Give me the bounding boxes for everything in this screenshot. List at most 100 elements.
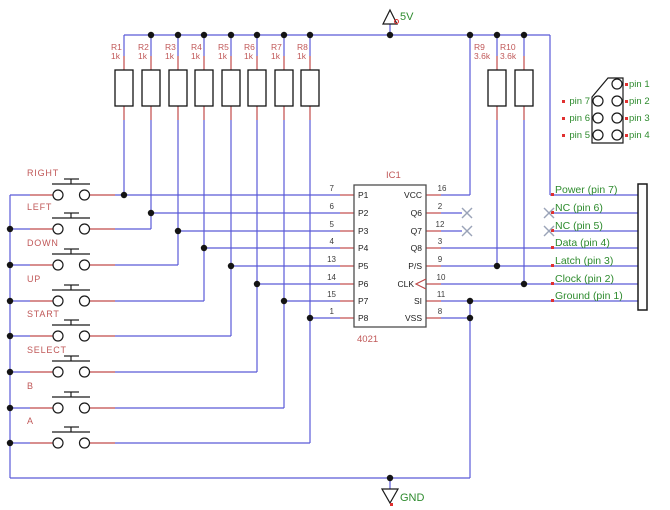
pinout-hole xyxy=(592,112,604,124)
resistor-name: R2 xyxy=(138,42,149,52)
svg-text:P/S: P/S xyxy=(408,261,422,271)
junction-dot xyxy=(386,474,394,482)
pushbutton-up: UP xyxy=(27,274,91,307)
resistor-name: R4 xyxy=(191,42,202,52)
switch-contact xyxy=(78,295,91,307)
net-wires xyxy=(9,24,638,489)
junction-dot xyxy=(520,280,528,288)
switch-contact xyxy=(78,223,91,235)
svg-text:1: 1 xyxy=(330,307,335,316)
junction-dot xyxy=(493,31,501,39)
resistor-value: 1k xyxy=(297,51,307,61)
vcc-triangle-icon xyxy=(382,8,398,25)
net-origin-marker xyxy=(551,299,554,302)
button-label: SELECT xyxy=(27,345,67,355)
svg-text:Q8: Q8 xyxy=(411,243,423,253)
net-origin-marker xyxy=(390,503,393,506)
svg-text:6: 6 xyxy=(330,202,335,211)
resistor-value: 1k xyxy=(244,51,254,61)
gnd-symbol: GND xyxy=(380,488,425,506)
net-origin-marker xyxy=(562,134,565,137)
junction-dot xyxy=(120,191,128,199)
junction-dot xyxy=(174,31,182,39)
resistor-name: R7 xyxy=(271,42,282,52)
resistor-r3: R3 1k xyxy=(165,42,188,107)
svg-text:Data (pin 4): Data (pin 4) xyxy=(555,237,610,249)
svg-text:pin 6: pin 6 xyxy=(569,113,590,124)
svg-text:pin 1: pin 1 xyxy=(629,79,650,90)
junction-dot xyxy=(280,31,288,39)
junction-dot xyxy=(306,31,314,39)
resistor-body xyxy=(194,69,214,107)
junction-dot xyxy=(466,31,474,39)
controller-connector: Power (pin 7) NC (pin 6) NC (pin 5) Data… xyxy=(551,183,648,311)
svg-text:P4: P4 xyxy=(358,243,369,253)
pushbutton-left: LEFT xyxy=(27,202,91,235)
clock-input-icon xyxy=(414,278,427,290)
ic-ref: IC1 xyxy=(386,170,401,181)
ic-body xyxy=(353,184,427,328)
svg-text:VCC: VCC xyxy=(404,190,422,200)
svg-text:8: 8 xyxy=(438,307,443,316)
junction-dot xyxy=(6,404,14,412)
svg-text:SI: SI xyxy=(414,296,422,306)
net-origin-marker xyxy=(551,246,554,249)
junction-dot xyxy=(6,225,14,233)
resistor-name: R8 xyxy=(297,42,308,52)
svg-text:Q7: Q7 xyxy=(411,226,423,236)
svg-text:P3: P3 xyxy=(358,226,369,236)
resistor-body xyxy=(168,69,188,107)
nc-cross-icon xyxy=(543,207,555,219)
svg-text:3: 3 xyxy=(438,237,443,246)
switch-contact xyxy=(78,402,91,414)
resistor-body xyxy=(300,69,320,107)
gnd-label: GND xyxy=(400,492,425,504)
resistor-r5: R5 1k xyxy=(218,42,241,107)
net-origin-marker xyxy=(551,229,554,232)
junction-dot xyxy=(174,227,182,235)
nc-cross-icon xyxy=(461,225,473,237)
svg-text:Q6: Q6 xyxy=(411,208,423,218)
resistor-body xyxy=(274,69,294,107)
button-label: UP xyxy=(27,274,41,284)
pinout-hole xyxy=(611,112,623,124)
junction-dot xyxy=(6,332,14,340)
resistor-body xyxy=(221,69,241,107)
svg-text:pin 4: pin 4 xyxy=(629,130,650,141)
junction-dot xyxy=(147,31,155,39)
svg-text:NC (pin 6): NC (pin 6) xyxy=(555,202,603,214)
junction-dot xyxy=(200,31,208,39)
svg-text:7: 7 xyxy=(330,184,335,193)
nc-cross-icon xyxy=(461,207,473,219)
junction-dot xyxy=(253,280,261,288)
button-label: START xyxy=(27,309,60,319)
junction-dot xyxy=(386,31,394,39)
svg-text:4: 4 xyxy=(330,237,335,246)
switch-contact xyxy=(52,295,64,307)
pushbutton-b: B xyxy=(27,381,91,414)
resistor-value: 1k xyxy=(271,51,281,61)
net-origin-marker xyxy=(551,282,554,285)
junction-dot xyxy=(227,31,235,39)
junction-dot xyxy=(493,262,501,270)
svg-text:10: 10 xyxy=(437,273,446,282)
svg-text:5: 5 xyxy=(330,220,335,229)
junction-dot xyxy=(520,31,528,39)
svg-text:Clock (pin 2): Clock (pin 2) xyxy=(555,273,614,285)
button-label: B xyxy=(27,381,34,391)
svg-text:NC (pin 5): NC (pin 5) xyxy=(555,220,603,232)
resistor-r10: R10 3.6k xyxy=(500,42,534,107)
net-origin-marker xyxy=(394,19,399,24)
svg-text:2: 2 xyxy=(438,202,443,211)
svg-text:9: 9 xyxy=(438,255,443,264)
junction-dot xyxy=(306,314,314,322)
pinout-outline xyxy=(591,77,624,144)
resistor-value: 1k xyxy=(165,51,175,61)
resistor-value: 1k xyxy=(111,51,121,61)
svg-text:P8: P8 xyxy=(358,313,369,323)
switch-contact xyxy=(78,189,91,201)
net-origin-marker xyxy=(625,117,628,120)
pinout-hole xyxy=(611,95,623,107)
vcc-symbol: 5V xyxy=(382,8,414,25)
pushbutton-a: A xyxy=(27,416,91,449)
